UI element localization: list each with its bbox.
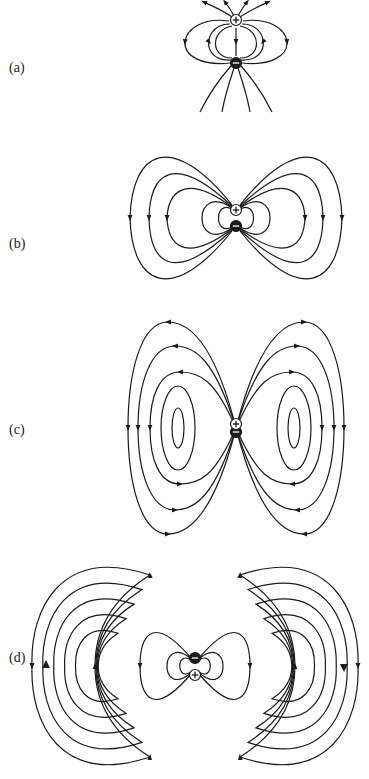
positive-charge bbox=[190, 670, 201, 681]
panel-label: (a) bbox=[8, 60, 26, 76]
charges bbox=[190, 15, 242, 681]
field-line-stroke bbox=[32, 567, 191, 764]
field-line-stroke bbox=[185, 2, 234, 112]
field-lines-b bbox=[130, 157, 342, 279]
field-lines bbox=[32, 2, 358, 765]
negative-charge bbox=[190, 653, 201, 664]
field-line-stroke bbox=[238, 2, 287, 112]
positive-charge bbox=[231, 15, 242, 26]
field-line-stroke bbox=[42, 660, 50, 668]
field-line-stroke bbox=[340, 664, 348, 672]
field-line-stroke bbox=[172, 408, 184, 448]
field-lines-d bbox=[32, 567, 358, 764]
field-line-stroke bbox=[242, 20, 287, 63]
field-line-stroke bbox=[128, 322, 236, 534]
field-line-stroke bbox=[241, 66, 272, 112]
positive-charge bbox=[231, 205, 242, 216]
field-line-stroke bbox=[75, 631, 118, 702]
negative-charge bbox=[231, 221, 242, 232]
field-line-stroke bbox=[240, 174, 323, 263]
field-line-stroke bbox=[240, 202, 270, 235]
field-line-stroke bbox=[240, 2, 268, 17]
field-line-stroke bbox=[140, 633, 191, 700]
panel-label: (b) bbox=[8, 236, 26, 252]
field-line-stroke bbox=[240, 157, 342, 279]
field-line-stroke bbox=[138, 346, 236, 510]
field-line-stroke bbox=[236, 322, 344, 534]
field-line-stroke bbox=[238, 68, 250, 112]
field-line-stroke bbox=[43, 583, 142, 749]
field-line-stroke bbox=[65, 615, 126, 718]
field-line-stroke bbox=[161, 386, 195, 470]
field-line-stroke bbox=[32, 567, 150, 764]
field-line-stroke bbox=[240, 157, 342, 279]
field-line-stroke bbox=[199, 567, 358, 764]
field-line-stroke bbox=[240, 26, 257, 58]
positive-charge bbox=[231, 419, 242, 430]
field-line-stroke bbox=[130, 157, 232, 279]
panel-label: (d) bbox=[8, 650, 26, 666]
field-line-stroke bbox=[128, 322, 236, 534]
negative-charge bbox=[231, 58, 242, 69]
field-line-stroke bbox=[235, 28, 236, 56]
field-line-stroke bbox=[167, 653, 191, 680]
panel-label: (c) bbox=[8, 422, 26, 438]
field-lines-c bbox=[128, 322, 344, 534]
field-lines-a bbox=[185, 2, 287, 112]
field-line-stroke bbox=[241, 24, 263, 60]
field-line-stroke bbox=[180, 658, 191, 674]
field-line-stroke bbox=[54, 599, 134, 733]
field-line-stroke bbox=[238, 2, 247, 16]
field-line-stroke bbox=[150, 372, 236, 484]
